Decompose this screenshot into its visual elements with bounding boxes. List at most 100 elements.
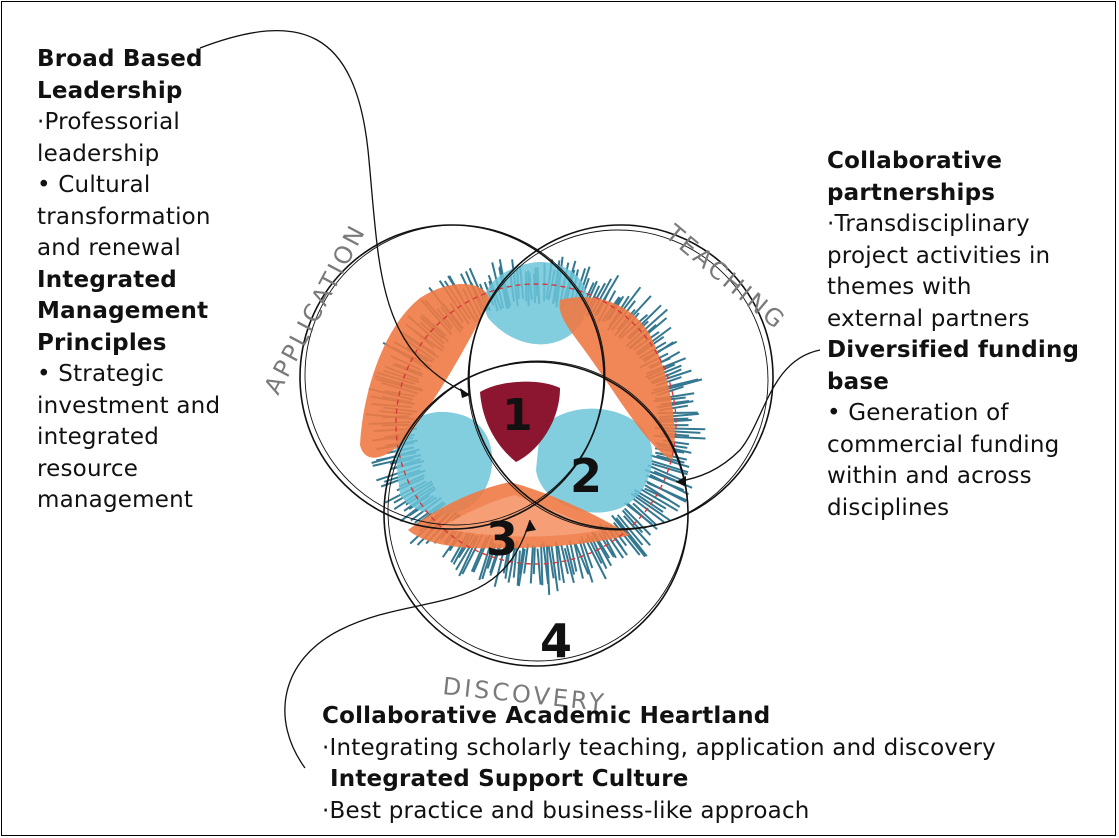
halo-stroke (632, 502, 657, 526)
arrow-2 (676, 476, 686, 487)
bullet-line: project activities in (827, 242, 1051, 269)
application-circle-sketch (304, 224, 606, 526)
halo-stroke (547, 544, 555, 579)
bullet-line: ·Professorial (37, 109, 181, 135)
bullet-line: external partners (827, 305, 1030, 332)
halo-stroke (623, 515, 651, 546)
halo-stroke (507, 542, 517, 583)
circle-outlines (299, 224, 774, 667)
halo-stroke (632, 498, 665, 523)
halo-stroke (578, 540, 594, 583)
bullet-strategic-investment: • Strategic investment and integrated re… (37, 359, 267, 517)
halo-stroke (650, 454, 690, 468)
halo-stroke (545, 544, 551, 595)
bullet-line: ·Transdisciplinary (827, 211, 1030, 237)
arrow-3 (525, 520, 536, 532)
halo-stroke (630, 492, 671, 522)
arrowheads (460, 388, 686, 532)
label-application: APPLICATION (259, 219, 372, 399)
halo-stroke (645, 474, 685, 492)
heading-line: Broad Based (37, 46, 203, 72)
blue-petal-right (536, 408, 653, 513)
halo-stroke (563, 548, 575, 584)
bullet-line: commercial funding (827, 431, 1060, 458)
halo-stroke (554, 541, 561, 581)
halo-stroke (633, 492, 664, 513)
label-teaching: TEACHING (659, 219, 791, 336)
bullet-line: • Strategic (37, 361, 165, 387)
halo-stroke (574, 543, 590, 575)
halo-stroke (584, 538, 607, 580)
bullet-line: disciplines (827, 494, 950, 521)
heading-line: Principles (37, 329, 167, 356)
bullet-line: resource (37, 455, 139, 482)
halo-stroke (624, 502, 653, 525)
bullet-line: leadership (37, 140, 160, 167)
bullet-line: • Generation of (827, 400, 1009, 426)
halo-stroke (532, 546, 536, 575)
bullet-line: within and across (827, 463, 1032, 489)
halo-stroke (493, 541, 507, 587)
bottom-text-block: Collaborative Academic Heartland ·Integr… (322, 701, 1119, 827)
halo-stroke (568, 540, 578, 572)
heading-line: base (827, 368, 890, 395)
connector-lines (199, 29, 821, 769)
bullet-line: and renewal (37, 235, 181, 261)
right-text-block: Collaborative partnerships ·Transdiscipl… (827, 146, 1117, 524)
halo-stroke (646, 481, 688, 502)
halo-stroke (550, 545, 559, 592)
halo-stroke (489, 544, 501, 574)
halo-stroke (644, 468, 682, 485)
bullet-line: themes with (827, 274, 972, 300)
heading-integrated-management-principles: Integrated Management Principles (37, 265, 267, 360)
halo-stroke (611, 514, 646, 558)
halo-stroke (517, 548, 526, 587)
blue-petals (395, 262, 653, 515)
heading-academic-heartland: Collaborative Academic Heartland (322, 703, 771, 729)
halo-stroke (529, 544, 534, 584)
halo-stroke (560, 544, 569, 575)
connector-heartland (284, 519, 531, 769)
heading-line: Management (37, 298, 209, 324)
zone-number-2: 2 (570, 449, 602, 503)
halo-stroke (516, 550, 521, 586)
connector-leadership (199, 29, 471, 396)
bullet-line: management (37, 487, 194, 513)
bullet-line: integrated (37, 424, 160, 450)
halo-stroke (481, 542, 495, 580)
heading-line: partnerships (827, 179, 996, 206)
left-text-block: Broad Based Leadership ·Professorial lea… (37, 44, 267, 517)
halo-stroke (518, 547, 525, 575)
heading-line: Integrated (37, 266, 177, 293)
halo-stroke (647, 464, 683, 481)
heading-line: Diversified funding (827, 337, 1080, 363)
halo-stroke (540, 544, 544, 586)
halo-stroke (615, 517, 648, 557)
heading-line: Leadership (37, 77, 183, 104)
bullet-line: investment and (37, 392, 221, 419)
bullet-best-practice: ·Best practice and business-like approac… (322, 797, 810, 824)
bullet-commercial-funding: • Generation of commercial funding withi… (827, 398, 1117, 524)
teaching-circle-sketch (467, 229, 769, 531)
arrow-1 (460, 388, 470, 398)
dashed-core-circle (395, 283, 677, 565)
halo-stroke (489, 543, 503, 576)
zone-number-3: 3 (486, 512, 518, 566)
halo-stroke (623, 507, 652, 536)
bullet-professorial-leadership: ·Professorial leadership (37, 107, 267, 170)
orange-region-left (360, 283, 490, 458)
discovery-circle-sketch (387, 360, 689, 662)
heading-support-culture: Integrated Support Culture (330, 766, 689, 792)
center-region (480, 381, 560, 462)
blue-petal-top (484, 262, 588, 345)
bullet-transdisciplinary: ·Transdisciplinary project activities in… (827, 209, 1117, 335)
halo-stroke (640, 488, 679, 512)
heading-broad-based-leadership: Broad Based Leadership (37, 44, 267, 107)
heading-collaborative-partnerships: Collaborative partnerships (827, 146, 1117, 209)
blue-petal-left (395, 411, 493, 515)
bullet-integrating-scholarly: ·Integrating scholarly teaching, applica… (322, 734, 996, 761)
halo-stroke (573, 542, 584, 579)
halo-stroke (523, 543, 530, 574)
